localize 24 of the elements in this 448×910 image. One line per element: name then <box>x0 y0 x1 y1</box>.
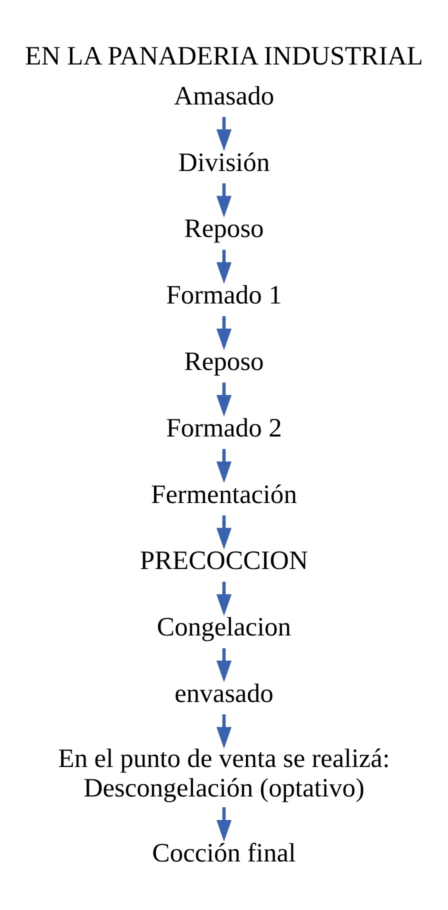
node-text: Cocción final <box>152 837 296 868</box>
node-text: Amasado <box>174 80 274 110</box>
node-text: Formado 1 <box>166 280 282 310</box>
arrow <box>216 183 232 218</box>
diagram-title: EN LA PANADERIA INDUSTRIAL <box>25 40 423 71</box>
node-text: Reposo <box>184 346 264 376</box>
node-text: PRECOCCION <box>140 545 308 576</box>
arrow <box>216 648 232 682</box>
arrow <box>216 250 232 284</box>
node-text: Formado 2 <box>166 412 282 442</box>
arrow <box>216 714 232 749</box>
node-text: División <box>178 146 270 177</box>
arrow <box>216 382 232 417</box>
arrow <box>216 116 232 152</box>
node-text: Congelacion <box>156 612 292 642</box>
node-text: En el punto de venta se realizá: Descongelación (optativo) <box>58 742 390 803</box>
arrow <box>216 449 232 484</box>
node-text: Reposo <box>184 213 264 244</box>
arrow <box>216 582 232 616</box>
node-text: envasado <box>174 678 274 708</box>
arrow <box>216 807 232 842</box>
arrow <box>216 316 232 350</box>
arrow <box>216 515 232 550</box>
node-text: Fermentación <box>151 478 297 509</box>
